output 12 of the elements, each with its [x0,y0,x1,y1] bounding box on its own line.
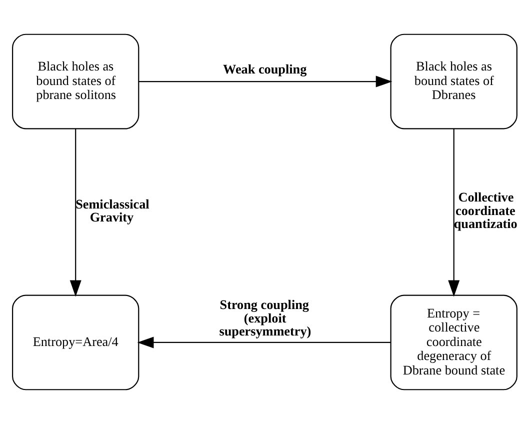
edge-label: Semiclassical Gravity [76,196,150,224]
arrow [137,336,391,348]
edge-label: Collective coordinate quantizatio [454,190,518,232]
node-box: Entropy = collective coordinate degeneracy of Dbrane bound state [390,294,518,390]
edge-label: Weak coupling [223,61,307,76]
arrow [70,128,82,297]
node-box: Black holes as bound states of pbrane solitons [12,34,140,130]
arrow [448,128,460,297]
arrow [138,76,392,88]
node-box: Black holes as bound states of Dbranes [390,34,518,130]
node-box: Entropy=Area/4 [12,294,140,390]
edge-label: Strong coupling (exploit supersymmetry) [219,297,312,338]
